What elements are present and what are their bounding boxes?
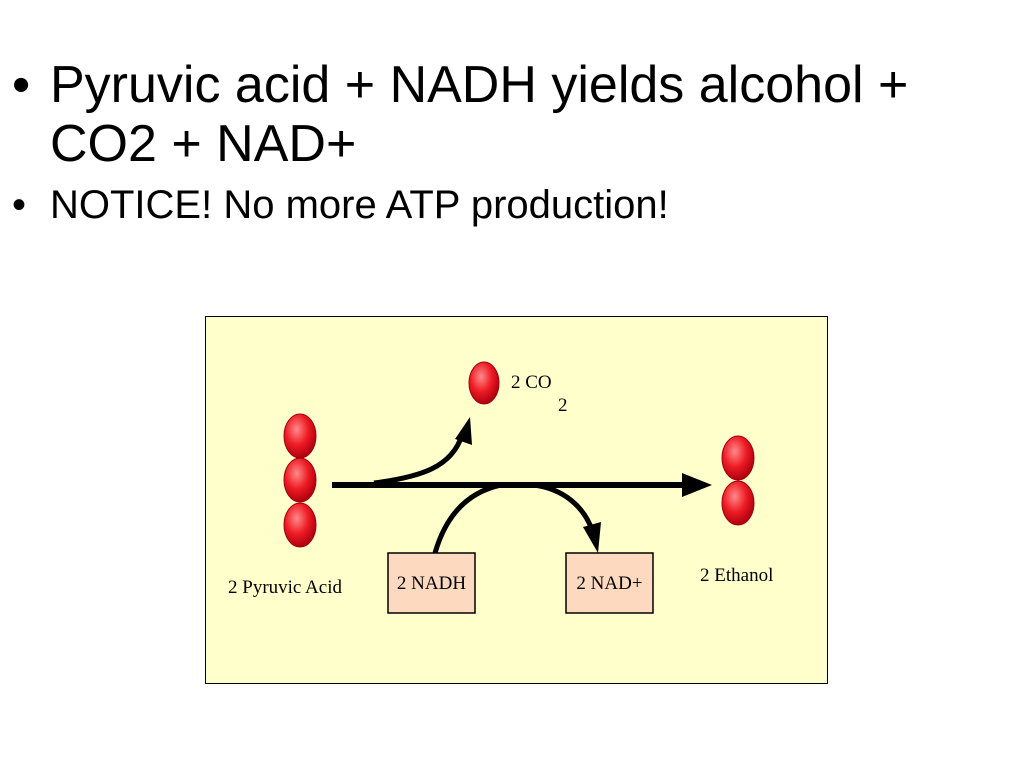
nadh-in-arrow: [432, 482, 502, 554]
co2-molecule: [468, 361, 500, 405]
pyruvic-molecule-1: [283, 413, 317, 459]
co2-arrowhead: [455, 417, 472, 445]
nad-arrowhead: [583, 522, 601, 553]
nadh-label: 2 NADH: [397, 573, 466, 594]
pyruvic-acid-molecules: [283, 413, 317, 548]
bullet-2-text: NOTICE! No more ATP production!: [50, 183, 669, 227]
pyruvic-acid-label: 2 Pyruvic Acid: [228, 577, 342, 598]
bullet-marker: •: [12, 56, 31, 114]
nad-box: [565, 552, 654, 614]
main-arrowhead: [682, 473, 712, 497]
bullet-1-line-1: Pyruvic acid + NADH yields alcohol +: [50, 56, 909, 114]
ethanol-molecule-1: [721, 435, 755, 481]
nadh-box: [387, 552, 476, 614]
co2-label: 2 CO: [511, 372, 552, 393]
co2-subscript: 2: [558, 395, 568, 416]
bullet-marker: •: [12, 183, 27, 227]
diagram-svg: 2 NADH 2 NAD+ 2 Pyruvic Acid 2 Ethanol 2…: [228, 361, 773, 614]
pyruvic-molecule-2: [283, 457, 317, 503]
fermentation-diagram: 2 NADH 2 NAD+ 2 Pyruvic Acid 2 Ethanol 2…: [205, 316, 828, 684]
bullet-item-2: • NOTICE! No more ATP production!: [12, 181, 669, 229]
pyruvic-molecule-3: [283, 502, 317, 548]
ethanol-molecule-2: [721, 480, 755, 526]
bullet-1-line-2: CO2 + NAD+: [50, 115, 357, 173]
ethanol-label: 2 Ethanol: [700, 565, 773, 586]
co2-release-arrow: [373, 434, 465, 486]
nad-out-arrow: [533, 482, 595, 531]
nad-label: 2 NAD+: [576, 573, 642, 594]
ethanol-molecules: [721, 435, 755, 526]
bullet-text-1: Pyruvic acid + NADH yields alcohol + CO2…: [50, 56, 908, 174]
bullet-item-1: • Pyruvic acid + NADH yields alcohol + C…: [12, 56, 908, 174]
